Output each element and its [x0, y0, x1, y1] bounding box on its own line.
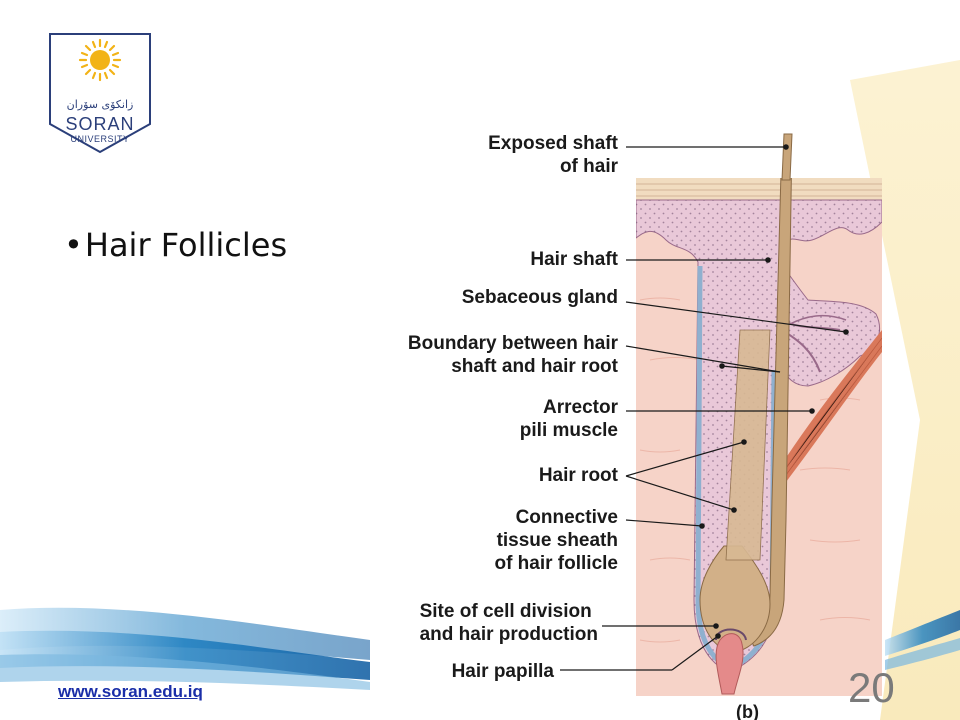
swoosh-1 — [0, 607, 370, 660]
page-number: 20 — [848, 664, 895, 711]
swoosh-2 — [0, 630, 370, 680]
exposed-hair-shaft — [781, 133, 793, 181]
logo-subtitle: UNIVERSITY — [70, 134, 130, 144]
bullet-item: •Hair Follicles — [64, 226, 287, 264]
bullet-text: Hair Follicles — [84, 226, 288, 264]
sun-icon — [78, 38, 122, 82]
label-hair-papilla: Hair papilla — [451, 661, 554, 682]
diagram-sublabel: (b) — [736, 702, 759, 720]
hair-root — [725, 329, 771, 561]
swoosh-5 — [885, 638, 960, 670]
soran-university-logo: زانكۆی سۆران SORAN UNIVERSITY — [48, 32, 152, 154]
label-hair-shaft: Hair shaft — [530, 249, 618, 270]
label-arrector-pili: Arrector pili muscle — [519, 397, 618, 441]
swoosh-4 — [885, 610, 960, 656]
website-link[interactable]: www.soran.edu.iq — [58, 682, 203, 701]
logo-name: SORAN — [65, 114, 135, 134]
label-connective-tissue: Connective tissue sheath of hair follicl… — [494, 507, 618, 574]
logo-arabic-text: زانكۆی سۆران — [66, 98, 134, 111]
leader-lines — [560, 144, 849, 671]
stratum-corneum — [636, 178, 882, 200]
label-boundary: Boundary between hair shaft and hair roo… — [407, 333, 618, 377]
gold-chevron — [850, 60, 960, 720]
swoosh-3 — [0, 654, 370, 690]
label-sebaceous-gland: Sebaceous gland — [461, 287, 618, 308]
label-hair-root: Hair root — [538, 465, 618, 486]
label-exposed-shaft: Exposed shaft of hair — [488, 133, 618, 177]
bullet-marker: • — [64, 226, 83, 264]
hair-papilla — [715, 633, 744, 695]
label-cell-division: Site of cell division and hair productio… — [419, 601, 598, 645]
logo-shield — [49, 33, 151, 154]
